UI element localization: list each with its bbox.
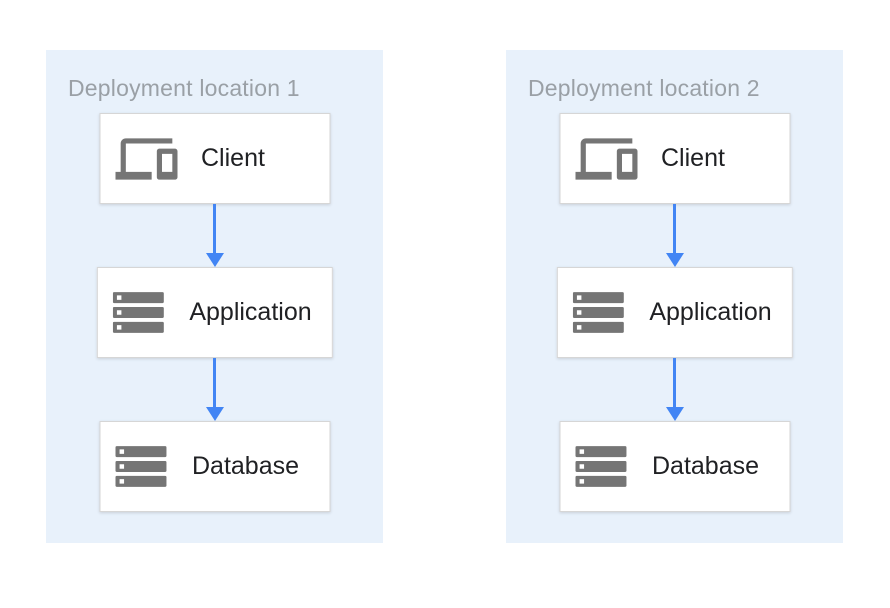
node-label: Database xyxy=(192,452,300,480)
arrow-head xyxy=(665,253,684,267)
arrow-application-to-database xyxy=(665,358,684,421)
server-stack-icon xyxy=(572,292,625,333)
node-label: Database xyxy=(652,452,760,480)
node-database: Database xyxy=(559,421,790,512)
devices-icon xyxy=(115,128,177,190)
panel-title: Deployment location 2 xyxy=(528,75,760,101)
panel-title: Deployment location 1 xyxy=(68,75,300,101)
arrow-line xyxy=(673,204,676,253)
arrow-client-to-application xyxy=(665,204,684,267)
deployment-panel-1: Deployment location 1 Client xyxy=(46,50,383,543)
node-application: Application xyxy=(556,267,793,358)
node-application: Application xyxy=(96,267,333,358)
arrow-line xyxy=(673,358,676,407)
arrow-client-to-application xyxy=(205,204,224,267)
arrow-line xyxy=(213,358,216,407)
node-client: Client xyxy=(559,113,790,204)
server-stack-icon xyxy=(575,446,628,487)
arrow-head xyxy=(205,253,224,267)
node-client: Client xyxy=(99,113,330,204)
deployment-panel-2: Deployment location 2 Client xyxy=(506,50,843,543)
arrow-application-to-database xyxy=(205,358,224,421)
node-label: Application xyxy=(649,298,772,326)
server-stack-icon xyxy=(115,446,168,487)
server-stack-icon xyxy=(112,292,165,333)
node-database: Database xyxy=(99,421,330,512)
node-label: Client xyxy=(201,144,265,172)
devices-icon xyxy=(575,128,637,190)
node-label: Client xyxy=(661,144,725,172)
node-label: Application xyxy=(189,298,312,326)
arrow-line xyxy=(213,204,216,253)
arrow-head xyxy=(665,407,684,421)
arrow-head xyxy=(205,407,224,421)
